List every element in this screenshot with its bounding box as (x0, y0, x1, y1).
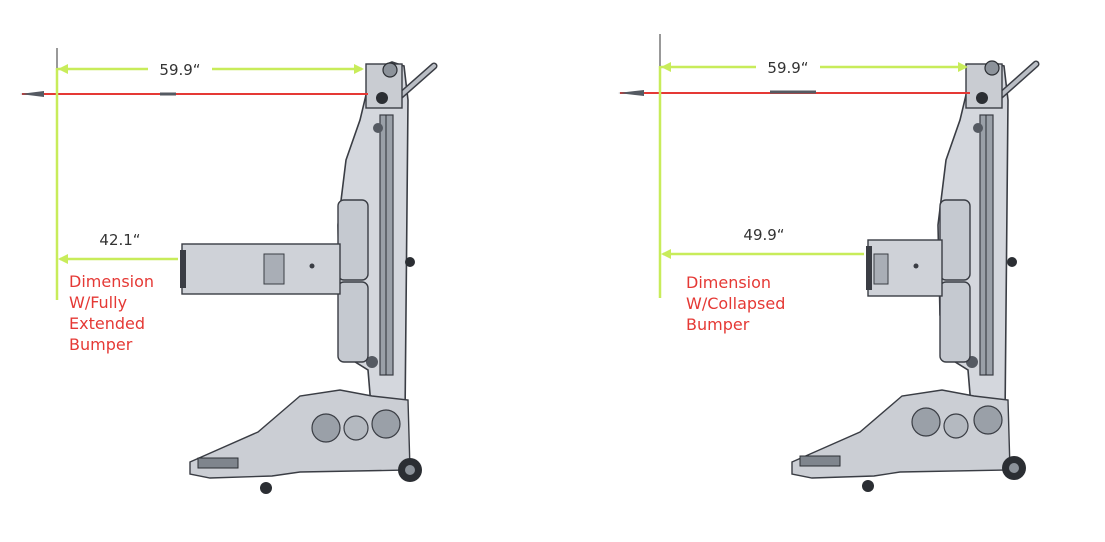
machine-upper-pulley (373, 123, 383, 133)
caption-left-line: W/Fully (69, 293, 127, 312)
bumper-end-cap (866, 246, 872, 290)
caption-left-line: Dimension (69, 272, 154, 291)
panel-extended-bumper: 59.9“ 42.1“ Dimension W/Fully Extended B… (20, 48, 438, 494)
base-disc-mid (943, 413, 969, 439)
caption-left-line: Extended (69, 314, 145, 333)
bumper-bracket (873, 253, 889, 285)
front-wheel (260, 482, 272, 494)
machine-drawing-collapsed (791, 60, 1040, 492)
top-arrow-left-start (58, 64, 68, 74)
mast-side-knob (1007, 257, 1017, 267)
panel-collapsed-bumper: 59.9“ 49.9“ Dimension W/Collapsed Bumper (618, 34, 1040, 492)
caption-left-line: Bumper (69, 335, 133, 354)
machine-upper-pulley (973, 123, 983, 133)
machine-handle-grip (998, 62, 1038, 98)
bumper-bolt (309, 263, 315, 269)
front-wheel (862, 480, 874, 492)
top-dimension-label-right: 59.9“ (767, 59, 808, 77)
caption-right-line: Bumper (686, 315, 750, 334)
machine-lower-pulley (366, 356, 378, 368)
machine-handle-grip (398, 64, 436, 98)
tape-tip-right (618, 90, 644, 96)
machine-drawing-extended (180, 61, 438, 494)
rear-wheel-hub (1009, 463, 1019, 473)
caption-right-line: Dimension (686, 273, 771, 292)
bumper-pad-upper (939, 199, 971, 281)
base-disc-right (973, 405, 1003, 435)
machine-head-wheel (984, 60, 1000, 76)
machine-head-knob (376, 92, 388, 104)
machine-head-wheel (382, 62, 398, 78)
top-arrow-right-end (958, 62, 968, 72)
machine-base (189, 389, 411, 479)
bumper-bolt (913, 263, 919, 269)
bumper-end-cap (180, 250, 186, 288)
machine-base (791, 389, 1011, 479)
bumper-dimension-label-left: 42.1“ (99, 231, 140, 249)
bumper-bracket (263, 253, 285, 285)
base-spring (799, 455, 841, 467)
tape-tip-left (20, 91, 44, 97)
base-disc-right (371, 409, 401, 439)
bumper-pad-lower (939, 281, 971, 363)
caption-right: Dimension W/Collapsed Bumper (686, 273, 790, 334)
bumper-pad-upper (337, 199, 369, 281)
top-dimension-label-left: 59.9“ (159, 61, 200, 79)
caption-right-line: W/Collapsed (686, 294, 785, 313)
top-arrow-right-start (661, 62, 671, 72)
rear-wheel-hub (405, 465, 415, 475)
base-disc-left (911, 407, 941, 437)
bumper-arrow-right (661, 249, 671, 259)
bumper-arrow-left (58, 254, 68, 264)
base-spring (197, 457, 239, 469)
top-arrow-left-end (354, 64, 364, 74)
bumper-extended (181, 243, 341, 295)
bumper-dimension-label-right: 49.9“ (743, 226, 784, 244)
mast-side-knob (405, 257, 415, 267)
machine-head-knob (976, 92, 988, 104)
base-disc-left (311, 413, 341, 443)
caption-left: Dimension W/Fully Extended Bumper (69, 272, 159, 354)
bumper-pad-lower (337, 281, 369, 363)
base-disc-mid (343, 415, 369, 441)
